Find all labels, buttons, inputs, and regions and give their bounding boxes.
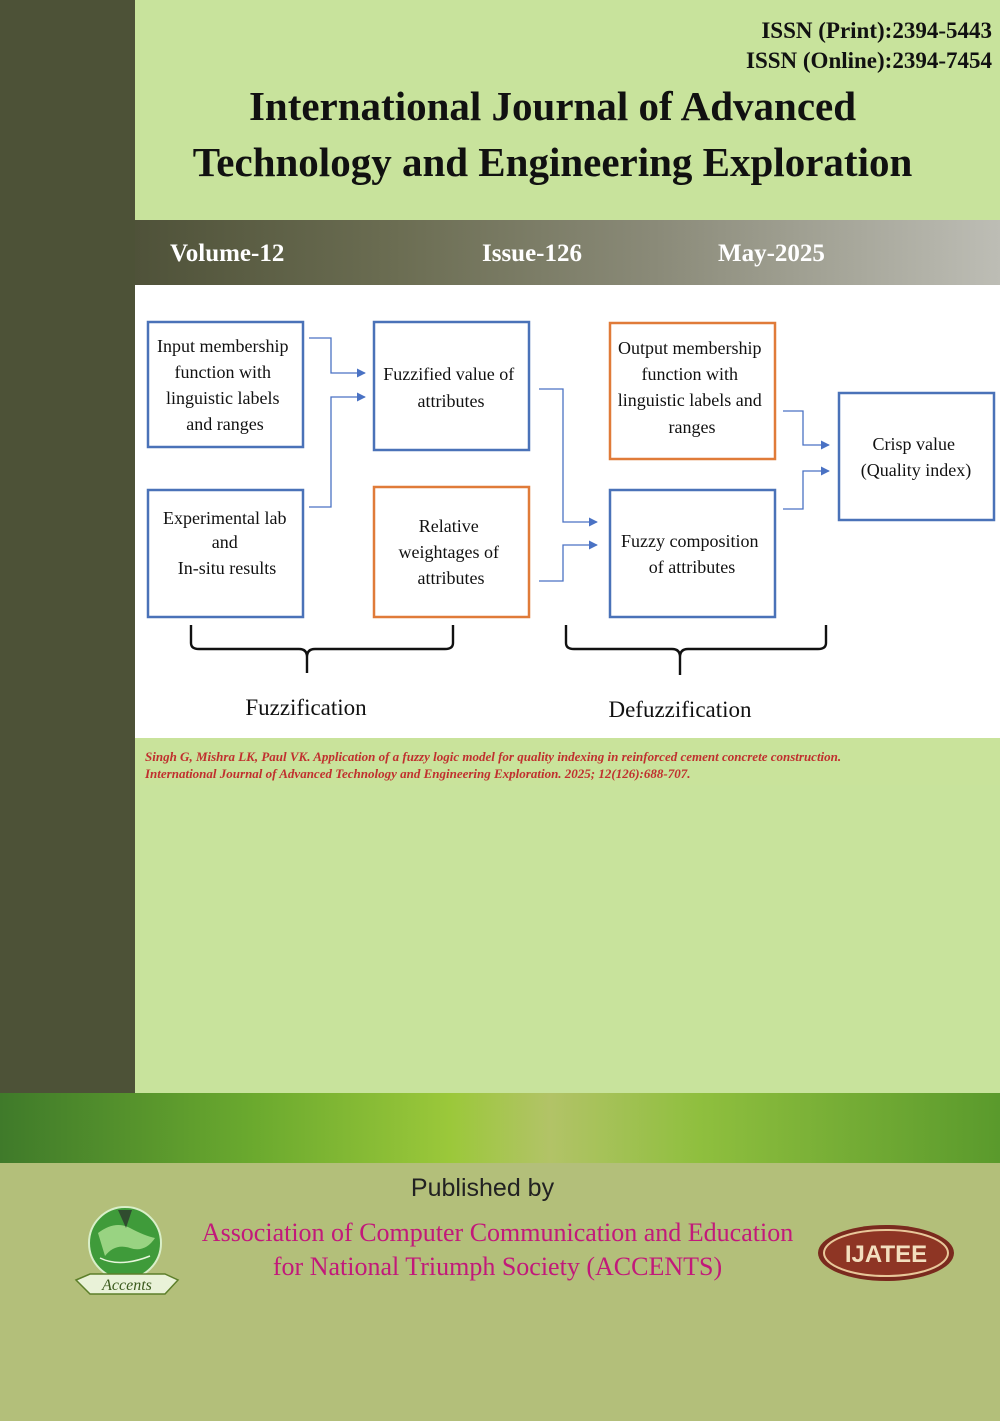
ijatee-logo: IJATEE <box>815 1222 957 1284</box>
fuzzified-line1: Fuzzified value of <box>383 364 514 384</box>
svg-text:Experimental lab and: Experimental lab and In-situ results <box>163 508 291 578</box>
box-crisp-value <box>837 391 996 522</box>
arrow-fuzzified-to-composition <box>539 388 598 527</box>
fuzzification-label: Fuzzification <box>245 695 367 720</box>
header-panel <box>135 0 1000 220</box>
arrow-experimental-to-fuzzified <box>309 392 366 508</box>
composition-line2: of attributes <box>649 557 735 577</box>
defuzzification-label: Defuzzification <box>608 697 752 722</box>
box-relative-weightages <box>372 485 531 619</box>
accents-logo-text: Accents <box>101 1277 152 1294</box>
relative-line1: Relative <box>419 516 479 536</box>
citation: Singh G, Mishra LK, Paul VK. Application… <box>145 748 990 782</box>
arrow-relative-to-composition <box>539 540 598 582</box>
output-line3: linguistic labels and <box>618 390 762 410</box>
citation-line2: International Journal of Advanced Techno… <box>145 766 691 781</box>
published-by-label: Published by <box>410 1174 555 1202</box>
crisp-line1: Crisp value <box>873 434 956 454</box>
citation-line1: Singh G, Mishra LK, Paul VK. Application… <box>145 749 842 764</box>
output-line4: ranges <box>669 417 716 437</box>
box-input-membership <box>146 320 305 449</box>
box-fuzzified-value <box>372 320 531 452</box>
experimental-line1: Experimental lab <box>163 508 286 528</box>
box-experimental-results <box>146 488 305 619</box>
output-line2: function with <box>642 364 739 384</box>
issue-info-band <box>135 220 1000 285</box>
issn-online: ISSN (Online):2394-7454 <box>746 48 992 73</box>
relative-line2: weightages of <box>399 542 499 562</box>
decorative-green-band <box>0 1093 1000 1163</box>
input-line1: Input membership <box>157 336 288 356</box>
journal-title-line2: Technology and Engineering Exploration <box>192 139 913 185</box>
journal-title: International Journal of Advanced Techno… <box>135 78 970 190</box>
crisp-line2: (Quality index) <box>861 460 971 481</box>
arrow-output-to-crisp <box>783 410 830 450</box>
content-panel <box>135 785 1000 1093</box>
svg-text:Crisp value (Quality ind: Crisp value (Quality index) <box>861 434 971 481</box>
publisher-name-line1: Association of Computer Communication an… <box>201 1218 794 1247</box>
brace-defuzzification <box>564 625 828 675</box>
input-line4: and ranges <box>186 414 263 434</box>
input-line3: linguistic labels <box>166 388 279 408</box>
brace-fuzzification <box>189 625 455 673</box>
output-line1: Output membership <box>618 338 761 358</box>
fuzzy-logic-diagram: Input membership function with linguisti… <box>135 285 1000 738</box>
svg-text:Output membership functi: Output membership function with linguist… <box>618 338 766 437</box>
ijatee-logo-text: IJATEE <box>845 1241 927 1268</box>
issn-print: ISSN (Print):2394-5443 <box>761 18 992 43</box>
experimental-line2: and <box>212 532 238 552</box>
svg-text:Input membership functio: Input membership function with linguisti… <box>157 336 293 434</box>
date-label: May-2025 <box>718 240 825 267</box>
svg-text:Relative weightages of: Relative weightages of attributes <box>399 516 504 588</box>
svg-text:Fuzzified value of attri: Fuzzified value of attributes <box>383 364 518 411</box>
box-output-membership <box>608 321 777 461</box>
fuzzified-line2: attributes <box>418 391 485 411</box>
arrow-input-to-fuzzified <box>309 337 366 378</box>
box-fuzzy-composition <box>608 488 777 619</box>
publisher-name-line2: for National Triumph Society (ACCENTS) <box>272 1252 723 1281</box>
experimental-line3: In-situ results <box>178 558 277 578</box>
composition-line1: Fuzzy composition <box>621 531 759 551</box>
journal-title-line1: International Journal of Advanced <box>248 83 857 129</box>
relative-line3: attributes <box>418 568 485 588</box>
issue-label: Issue-126 <box>482 240 583 267</box>
volume-label: Volume-12 <box>170 240 285 267</box>
svg-text:Fuzzy composition of att: Fuzzy composition of attributes <box>621 531 763 577</box>
arrow-composition-to-crisp <box>783 466 830 510</box>
left-sidebar-bar <box>0 0 135 1093</box>
accents-logo: Accents <box>70 1198 185 1308</box>
input-line2: function with <box>175 362 272 382</box>
